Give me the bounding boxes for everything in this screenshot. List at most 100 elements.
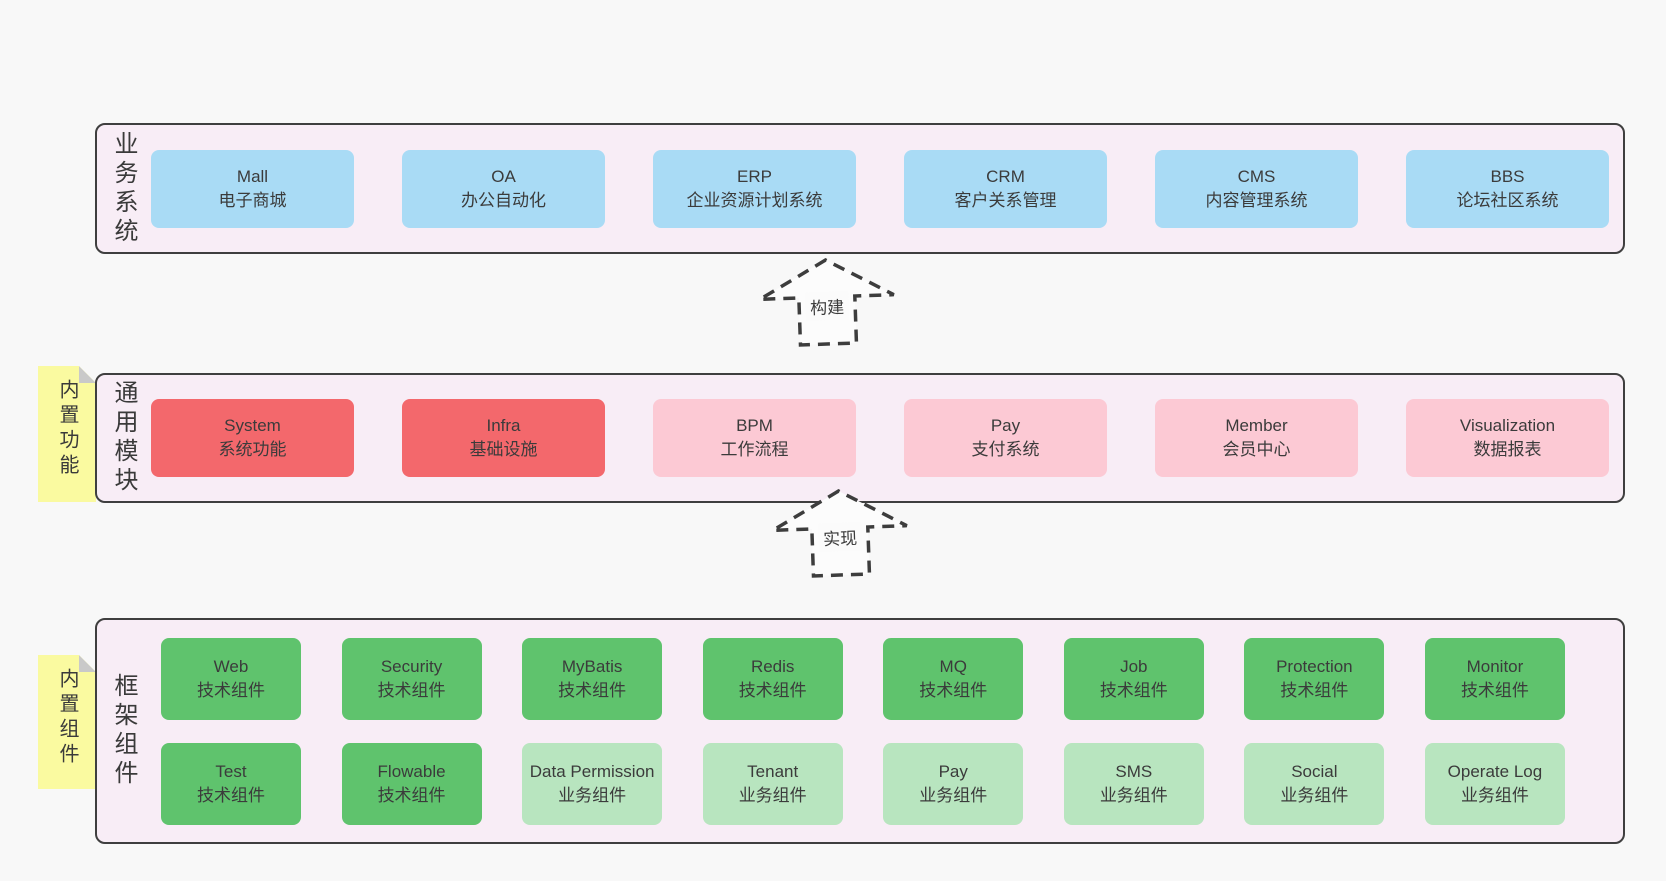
node-name: MyBatis [561,656,623,676]
node-subtitle: 工作流程 [720,440,789,459]
implement-arrow: 实现 [763,485,916,580]
node-name: Web [213,656,249,676]
node-name: Flowable [377,761,446,781]
panel-business-systems: 业务系统 Mall 电子商城 OA 办公自动化 ERP 企业资源计划系统 CRM… [95,123,1625,254]
built-in-components-tag: 内置组件 [38,655,96,789]
node-name: MQ [939,656,967,676]
node-name: BBS [1490,166,1525,186]
folded-corner-icon [79,366,96,383]
node-subtitle: 业务组件 [558,785,627,805]
node-crm: CRM 客户关系管理 [904,149,1107,228]
node-cms: CMS 内容管理系统 [1155,149,1358,228]
node-name: Monitor [1466,656,1524,676]
node-subtitle: 技术组件 [1460,680,1529,700]
node-subtitle: 基础设施 [469,440,538,459]
node-oa: OA 办公自动化 [402,149,605,228]
build-arrow-label: 构建 [804,290,850,321]
node-subtitle: 业务组件 [919,785,988,805]
node-security: Security 技术组件 [341,637,482,720]
node-subtitle: 电子商城 [218,190,287,210]
node-subtitle: 论坛社区系统 [1456,190,1559,210]
node-name: Job [1120,656,1148,676]
node-infra: Infra 基础设施 [402,399,605,477]
framework-components-row-1: Web 技术组件 Security 技术组件 MyBatis 技术组件 Redi… [161,637,1565,720]
node-name: System [224,416,281,436]
node-subtitle: 技术组件 [738,680,807,700]
node-name: CMS [1237,166,1276,186]
node-name: Pay [990,416,1021,436]
node-system: System 系统功能 [151,399,354,477]
node-name: Infra [486,416,521,436]
node-subtitle: 客户关系管理 [954,190,1057,210]
built-in-features-tag-label: 内置功能 [56,379,78,479]
node-name: Social [1291,761,1338,781]
node-subtitle: 技术组件 [197,785,265,805]
node-subtitle: 技术组件 [1099,680,1168,700]
node-erp: ERP 企业资源计划系统 [653,149,856,228]
framework-components-row-2: Test 技术组件 Flowable 技术组件 Data Permission … [161,742,1565,825]
node-pay-system: Pay 支付系统 [904,399,1107,477]
node-subtitle: 技术组件 [377,680,446,700]
node-name: ERP [737,166,772,186]
node-subtitle: 企业资源计划系统 [686,190,823,210]
node-name: OA [491,166,516,186]
built-in-features-tag: 内置功能 [38,366,96,502]
node-subtitle: 支付系统 [971,440,1040,459]
node-mall: Mall 电子商城 [151,149,354,228]
build-arrow: 构建 [750,254,903,349]
node-name: Operate Log [1447,761,1543,781]
node-subtitle: 内容管理系统 [1205,190,1308,210]
node-monitor: Monitor 技术组件 [1424,637,1565,720]
node-subtitle: 技术组件 [197,680,265,700]
node-name: Protection [1276,656,1353,676]
node-bbs: BBS 论坛社区系统 [1406,149,1609,228]
node-bpm: BPM 工作流程 [653,399,856,477]
node-name: Redis [750,656,795,676]
panel-framework-components: 框架组件 Web 技术组件 Security 技术组件 MyBatis 技术组件… [95,618,1625,844]
framework-components-rows: Web 技术组件 Security 技术组件 MyBatis 技术组件 Redi… [135,637,1623,825]
business-systems-nodes: Mall 电子商城 OA 办公自动化 ERP 企业资源计划系统 CRM 客户关系… [135,149,1623,228]
panel-common-modules: 通用模块 System 系统功能 Infra 基础设施 BPM 工作流程 Pay… [95,373,1625,503]
node-subtitle: 业务组件 [1280,785,1349,805]
node-mybatis: MyBatis 技术组件 [522,637,663,720]
node-name: Data Permission [529,761,655,781]
node-social: Social 业务组件 [1244,742,1385,825]
node-subtitle: 办公自动化 [461,190,546,210]
node-name: BPM [736,416,773,436]
node-subtitle: 技术组件 [1280,680,1349,700]
node-subtitle: 技术组件 [919,680,988,700]
node-tenant: Tenant 业务组件 [702,742,843,825]
node-name: Tenant [747,761,799,781]
node-mq: MQ 技术组件 [883,637,1024,720]
node-subtitle: 系统功能 [218,440,287,459]
panel-label-business-systems: 业务系统 [110,130,137,247]
node-name: CRM [986,166,1025,186]
node-name: Member [1225,416,1288,436]
node-subtitle: 技术组件 [377,785,446,805]
node-subtitle: 会员中心 [1222,440,1291,459]
node-job: Job 技术组件 [1063,637,1204,720]
node-subtitle: 业务组件 [1099,785,1168,805]
node-operate-log: Operate Log 业务组件 [1424,742,1565,825]
node-name: Pay [938,761,968,781]
panel-label-framework-components: 框架组件 [110,673,137,789]
node-test: Test 技术组件 [161,742,301,825]
node-visualization: Visualization 数据报表 [1406,399,1609,477]
node-redis: Redis 技术组件 [702,637,843,720]
panel-label-common-modules: 通用模块 [110,380,137,496]
node-flowable: Flowable 技术组件 [341,742,482,825]
node-subtitle: 数据报表 [1473,440,1542,459]
common-modules-nodes: System 系统功能 Infra 基础设施 BPM 工作流程 Pay 支付系统… [135,399,1623,477]
node-pay-component: Pay 业务组件 [883,742,1024,825]
node-web: Web 技术组件 [161,637,301,720]
node-protection: Protection 技术组件 [1244,637,1385,720]
node-member: Member 会员中心 [1155,399,1358,477]
node-subtitle: 技术组件 [558,680,627,700]
node-name: Test [215,761,247,781]
implement-arrow-label: 实现 [817,521,863,552]
node-sms: SMS 业务组件 [1063,742,1204,825]
node-name: Security [380,656,443,676]
node-subtitle: 业务组件 [738,785,807,805]
node-subtitle: 业务组件 [1460,785,1529,805]
